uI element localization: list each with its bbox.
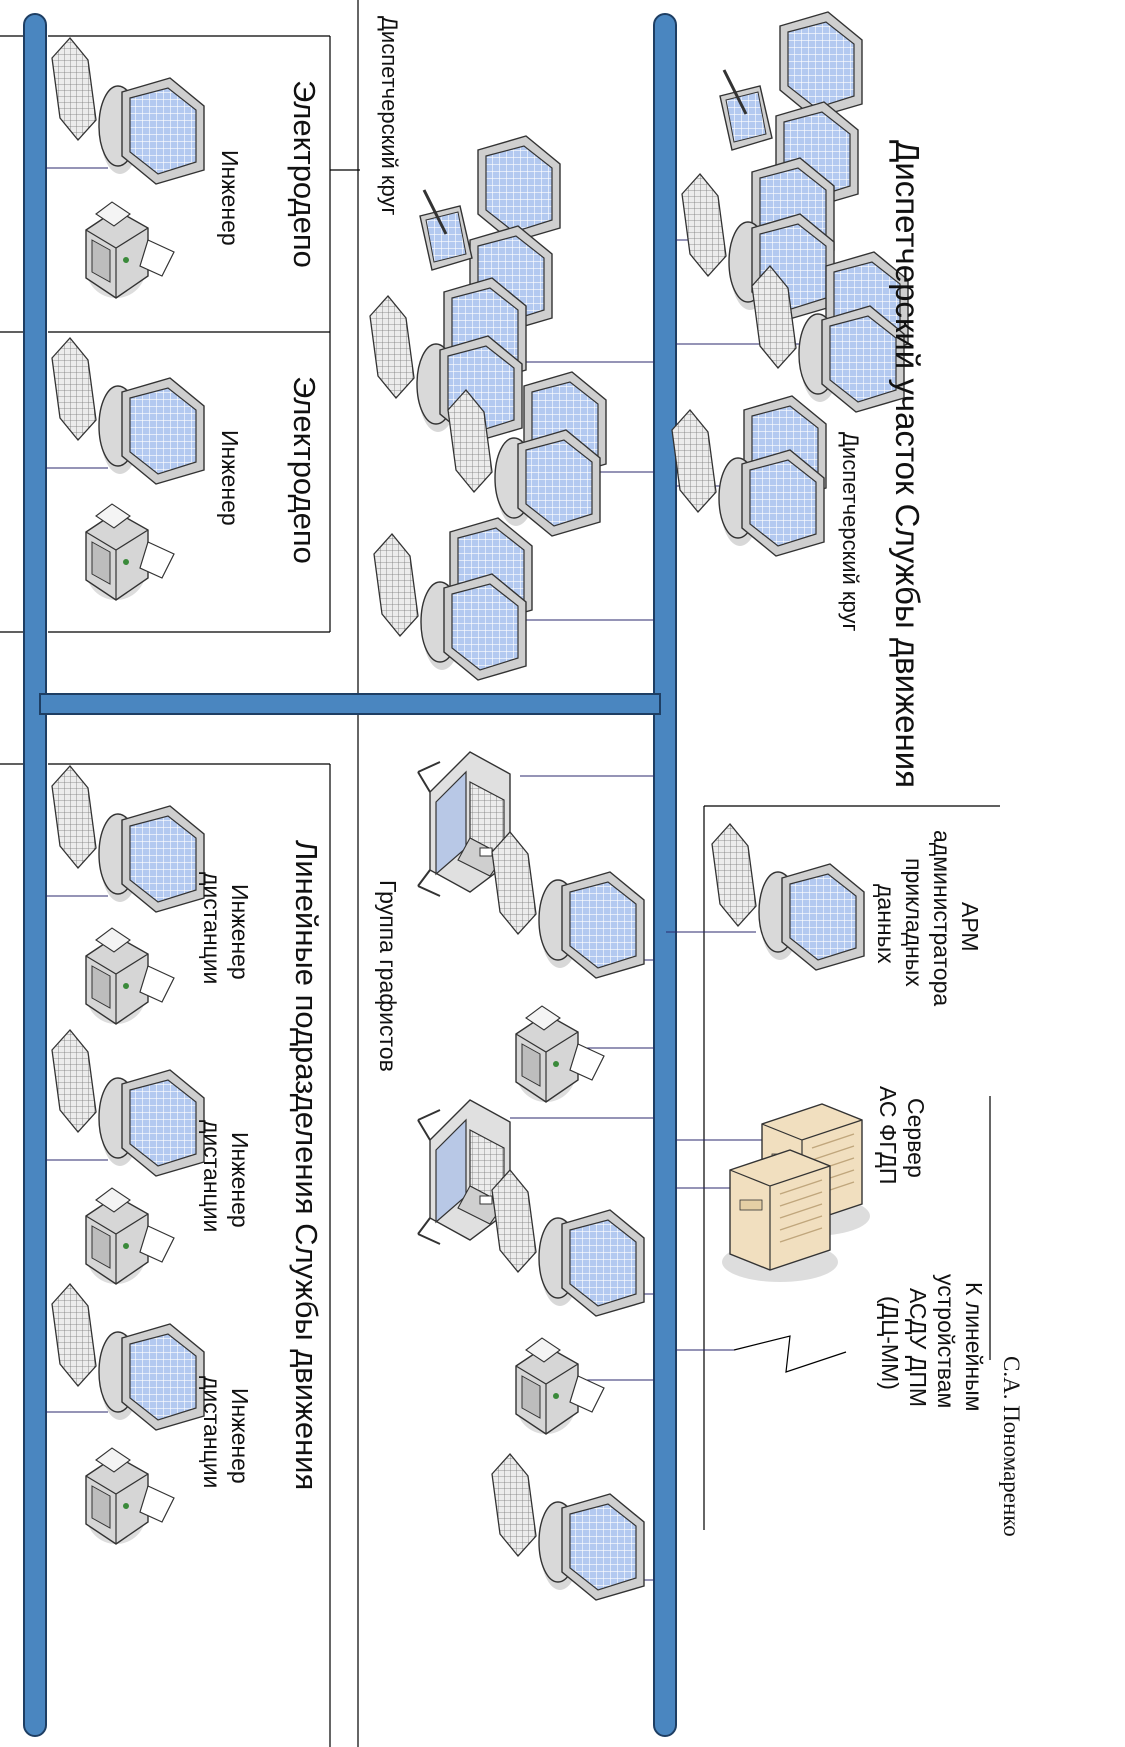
line-unit-2-role: Инженер — [227, 1132, 253, 1228]
depot-2-fax-icon — [85, 503, 175, 601]
server-label-1: Сервер — [903, 1098, 929, 1178]
depot-1-role: Инженер — [217, 150, 243, 246]
line-unit-2-fax-icon — [85, 1187, 175, 1285]
depot-2-title: Электродепо — [287, 376, 322, 564]
line-unit-1-workstation-icon — [51, 765, 205, 913]
external-label-2: устройствам — [933, 1274, 959, 1408]
graphists-title: Группа графистов — [375, 880, 401, 1072]
line-unit-1-fax-icon — [85, 927, 175, 1025]
external-label-4: (ДЦ-ММ) — [877, 1296, 903, 1390]
line-unit-2-role-2: дистанции — [199, 1120, 225, 1232]
dispatch-circle-2-label: Диспетчерский круг — [838, 432, 863, 632]
line-unit-1-role: Инженер — [227, 884, 253, 980]
depot-1-fax-icon — [85, 201, 175, 299]
section-borders — [0, 0, 1000, 1747]
server-label-2: АС ФГДП — [875, 1086, 901, 1184]
dispatch-circle-1-label: Диспетчерский круг — [377, 16, 402, 216]
author-signature: С.А. Пономаренко — [999, 1356, 1024, 1537]
depot-2-role: Инженер — [217, 430, 243, 526]
line-unit-3-fax-icon — [85, 1447, 175, 1545]
depot-2-workstation-icon — [51, 337, 205, 485]
dispatch-area-title: Диспетчерский участок Службы движения — [889, 140, 926, 788]
external-label-3: АСДУ ДПМ — [905, 1288, 931, 1407]
admin-label-2: администратора — [929, 830, 955, 1006]
depot-1-workstation-icon — [51, 37, 205, 185]
depot-1-title: Электродепо — [287, 80, 322, 268]
admin-workstation-icon — [711, 823, 865, 971]
line-unit-3-role-2: дистанции — [199, 1376, 225, 1488]
network-bus — [23, 13, 677, 1737]
graphists-group — [417, 751, 645, 1601]
line-unit-1-role-2: дистанции — [199, 872, 225, 984]
line-unit-3-workstation-icon — [51, 1283, 205, 1431]
external-label-1: К линейным — [961, 1282, 987, 1411]
line-unit-3-role: Инженер — [227, 1388, 253, 1484]
line-unit-2-workstation-icon — [51, 1029, 205, 1177]
admin-label-3: прикладных — [901, 858, 927, 987]
admin-label-4: данных — [873, 884, 899, 964]
line-units-title: Линейные подразделения Службы движения — [289, 840, 324, 1490]
server-icon — [721, 1103, 871, 1283]
admin-label-1: АРМ — [957, 902, 983, 952]
dispatch-circle-1-group — [369, 135, 607, 681]
dispatch-circle-2-group — [671, 11, 909, 557]
labels: Диспетчерский участок Службы движения Ди… — [199, 16, 1024, 1537]
